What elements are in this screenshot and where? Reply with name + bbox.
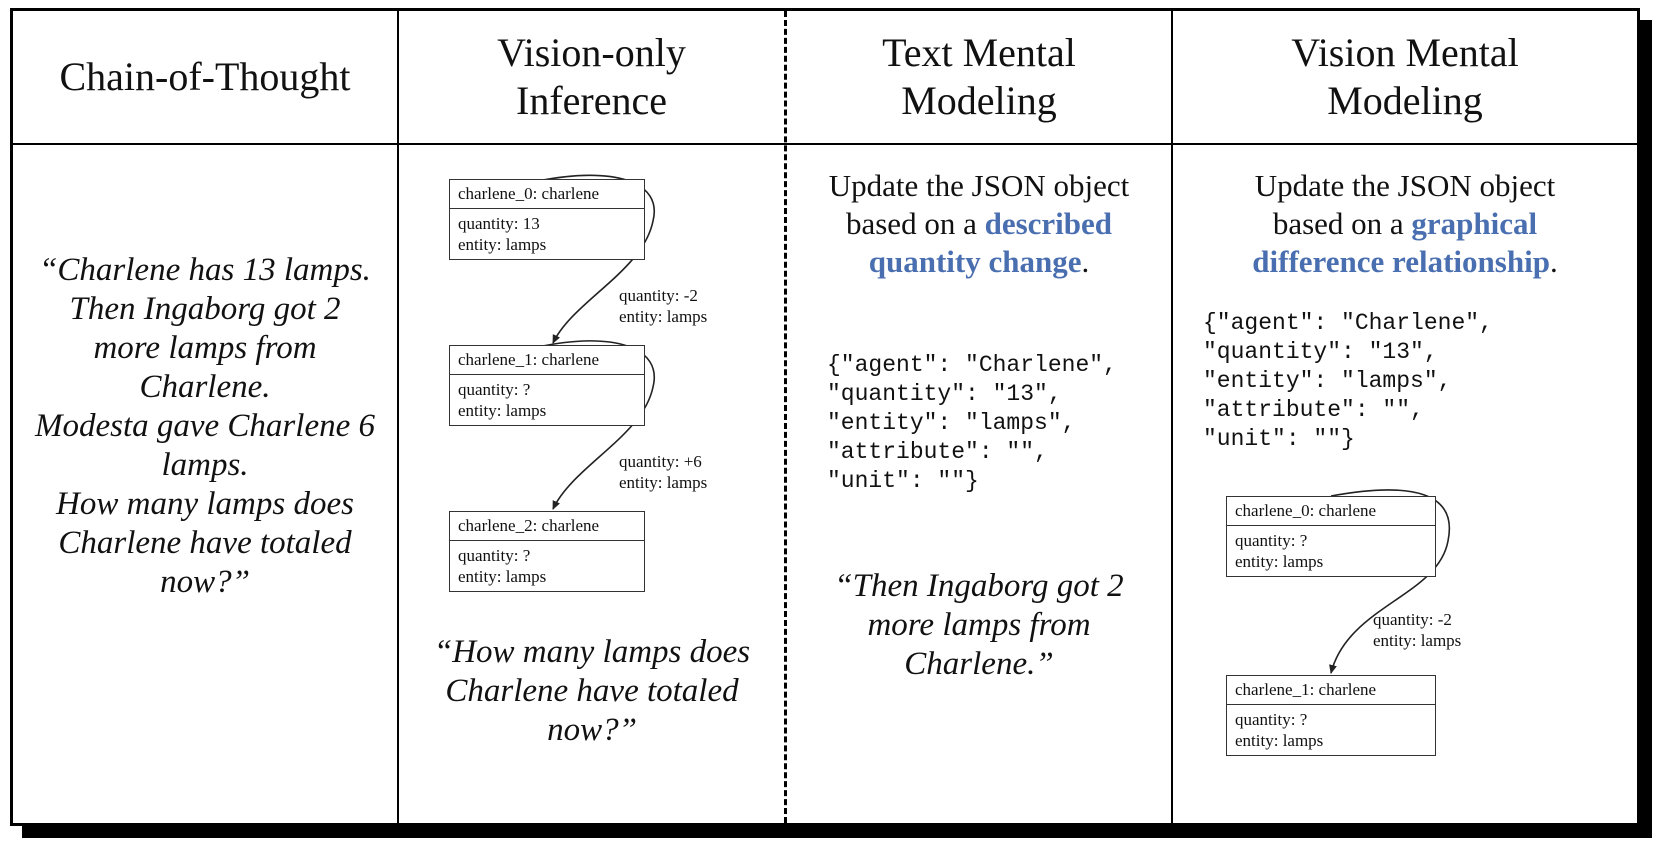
json-line: "unit": ""} <box>827 468 979 494</box>
node-quantity: quantity: 13 <box>458 214 540 233</box>
graph-node-charlene-0: charlene_0: charlene quantity: 13 entity… <box>449 179 645 260</box>
node-title: charlene_2: charlene <box>450 512 644 541</box>
node-title: charlene_0: charlene <box>1227 497 1435 526</box>
edge-arrow-1-2 <box>537 340 656 510</box>
text-span: based on a <box>845 206 985 241</box>
json-line: "quantity": "13", <box>827 381 1062 407</box>
json-line: "entity": "lamps", <box>827 410 1076 436</box>
edge-entity: entity: lamps <box>619 307 708 326</box>
cot-problem-text: “Charlene has 13 lamps. Then Ingaborg go… <box>23 251 387 602</box>
highlighted-term: described <box>984 206 1113 241</box>
header-label-line: Vision Mental <box>1291 30 1519 75</box>
vision-mental-description: Update the JSON object based on a graphi… <box>1177 167 1633 281</box>
text-span: . <box>1081 244 1090 279</box>
header-label-line: Inference <box>516 78 667 123</box>
text-line: now?” <box>160 564 250 600</box>
text-line: Update the JSON object <box>828 168 1130 203</box>
json-line: "unit": ""} <box>1203 426 1355 452</box>
edge-quantity: quantity: +6 <box>619 452 702 471</box>
text-line: How many lamps does <box>56 486 354 522</box>
vm-graph-node-charlene-0: charlene_0: charlene quantity: ? entity:… <box>1226 496 1436 577</box>
header-vision-mental-modeling: Vision Mental Modeling <box>1173 11 1637 143</box>
header-chain-of-thought: Chain-of-Thought <box>13 11 397 143</box>
json-line: {"agent": "Charlene", <box>1203 310 1493 336</box>
node-quantity: quantity: ? <box>458 380 531 399</box>
json-line: {"agent": "Charlene", <box>827 352 1117 378</box>
text-line: Charlene. <box>139 369 271 405</box>
edge-arrow-0-1 <box>537 174 656 344</box>
edge-entity: entity: lamps <box>1373 631 1462 650</box>
highlighted-term: difference relationship <box>1252 244 1550 279</box>
json-line: "attribute": "", <box>827 439 1048 465</box>
edge-label-2: quantity: +6 entity: lamps <box>619 451 707 493</box>
text-mental-quote: “Then Ingaborg got 2 more lamps from Cha… <box>791 567 1167 684</box>
node-quantity: quantity: ? <box>458 546 531 565</box>
text-line: “Charlene has 13 lamps. <box>39 252 371 288</box>
node-title: charlene_0: charlene <box>450 180 644 209</box>
column-divider-dashed <box>784 11 787 823</box>
edge-quantity: quantity: -2 <box>1373 610 1452 629</box>
header-label-line: Modeling <box>901 78 1057 123</box>
node-title: charlene_1: charlene <box>1227 676 1435 705</box>
json-line: "attribute": "", <box>1203 397 1424 423</box>
node-quantity: quantity: ? <box>1235 531 1308 550</box>
header-label-line: Modeling <box>1327 78 1483 123</box>
text-span: . <box>1549 244 1558 279</box>
vm-edge-label-1: quantity: -2 entity: lamps <box>1373 609 1461 651</box>
text-line: lamps. <box>161 447 249 483</box>
vision-mental-json: {"agent": "Charlene", "quantity": "13", "e… <box>1203 309 1493 454</box>
node-title: charlene_1: charlene <box>450 346 644 375</box>
text-span: based on a <box>1272 206 1412 241</box>
edge-label-1: quantity: -2 entity: lamps <box>619 285 707 327</box>
text-mental-json: {"agent": "Charlene", "quantity": "13", "e… <box>827 351 1117 496</box>
graph-node-charlene-2: charlene_2: charlene quantity: ? entity:… <box>449 511 645 592</box>
header-label-line: Text Mental <box>882 30 1076 75</box>
text-line: Then Ingaborg got 2 <box>69 291 341 327</box>
edge-entity: entity: lamps <box>619 473 708 492</box>
node-entity: entity: lamps <box>1235 731 1324 750</box>
vm-graph-node-charlene-1: charlene_1: charlene quantity: ? entity:… <box>1226 675 1436 756</box>
header-vision-only-inference: Vision-only Inference <box>399 11 784 143</box>
node-entity: entity: lamps <box>458 401 547 420</box>
header-label: Chain-of-Thought <box>59 54 351 99</box>
node-entity: entity: lamps <box>458 567 547 586</box>
highlighted-term: graphical <box>1411 206 1538 241</box>
text-line: “Then Ingaborg got 2 <box>834 568 1124 604</box>
text-line: “How many lamps does <box>433 634 751 670</box>
edge-quantity: quantity: -2 <box>619 286 698 305</box>
text-mental-description: Update the JSON object based on a descri… <box>791 167 1167 281</box>
comparison-table: Chain-of-Thought Vision-only Inference T… <box>10 8 1640 826</box>
text-line: now?” <box>547 712 637 748</box>
json-line: "entity": "lamps", <box>1203 368 1452 394</box>
graph-edges <box>537 174 1451 674</box>
text-line: Charlene.” <box>904 646 1054 682</box>
header-divider <box>13 143 1637 145</box>
text-line: Charlene have totaled <box>445 673 739 709</box>
column-divider-1 <box>397 11 399 823</box>
node-quantity: quantity: ? <box>1235 710 1308 729</box>
edge-arrow-vm-0-1 <box>1329 489 1451 674</box>
graph-node-charlene-1: charlene_1: charlene quantity: ? entity:… <box>449 345 645 426</box>
vision-only-question: “How many lamps does Charlene have total… <box>409 633 775 750</box>
text-line: Modesta gave Charlene 6 <box>34 408 375 444</box>
node-entity: entity: lamps <box>458 235 547 254</box>
header-label-line: Vision-only <box>497 30 686 75</box>
text-line: more lamps from <box>93 330 317 366</box>
text-line: Charlene have totaled <box>58 525 352 561</box>
header-text-mental-modeling: Text Mental Modeling <box>787 11 1171 143</box>
text-line: more lamps from <box>867 607 1091 643</box>
node-entity: entity: lamps <box>1235 552 1324 571</box>
text-line: Update the JSON object <box>1254 168 1556 203</box>
json-line: "quantity": "13", <box>1203 339 1438 365</box>
highlighted-term: quantity change <box>868 244 1082 279</box>
column-divider-3 <box>1171 11 1173 823</box>
